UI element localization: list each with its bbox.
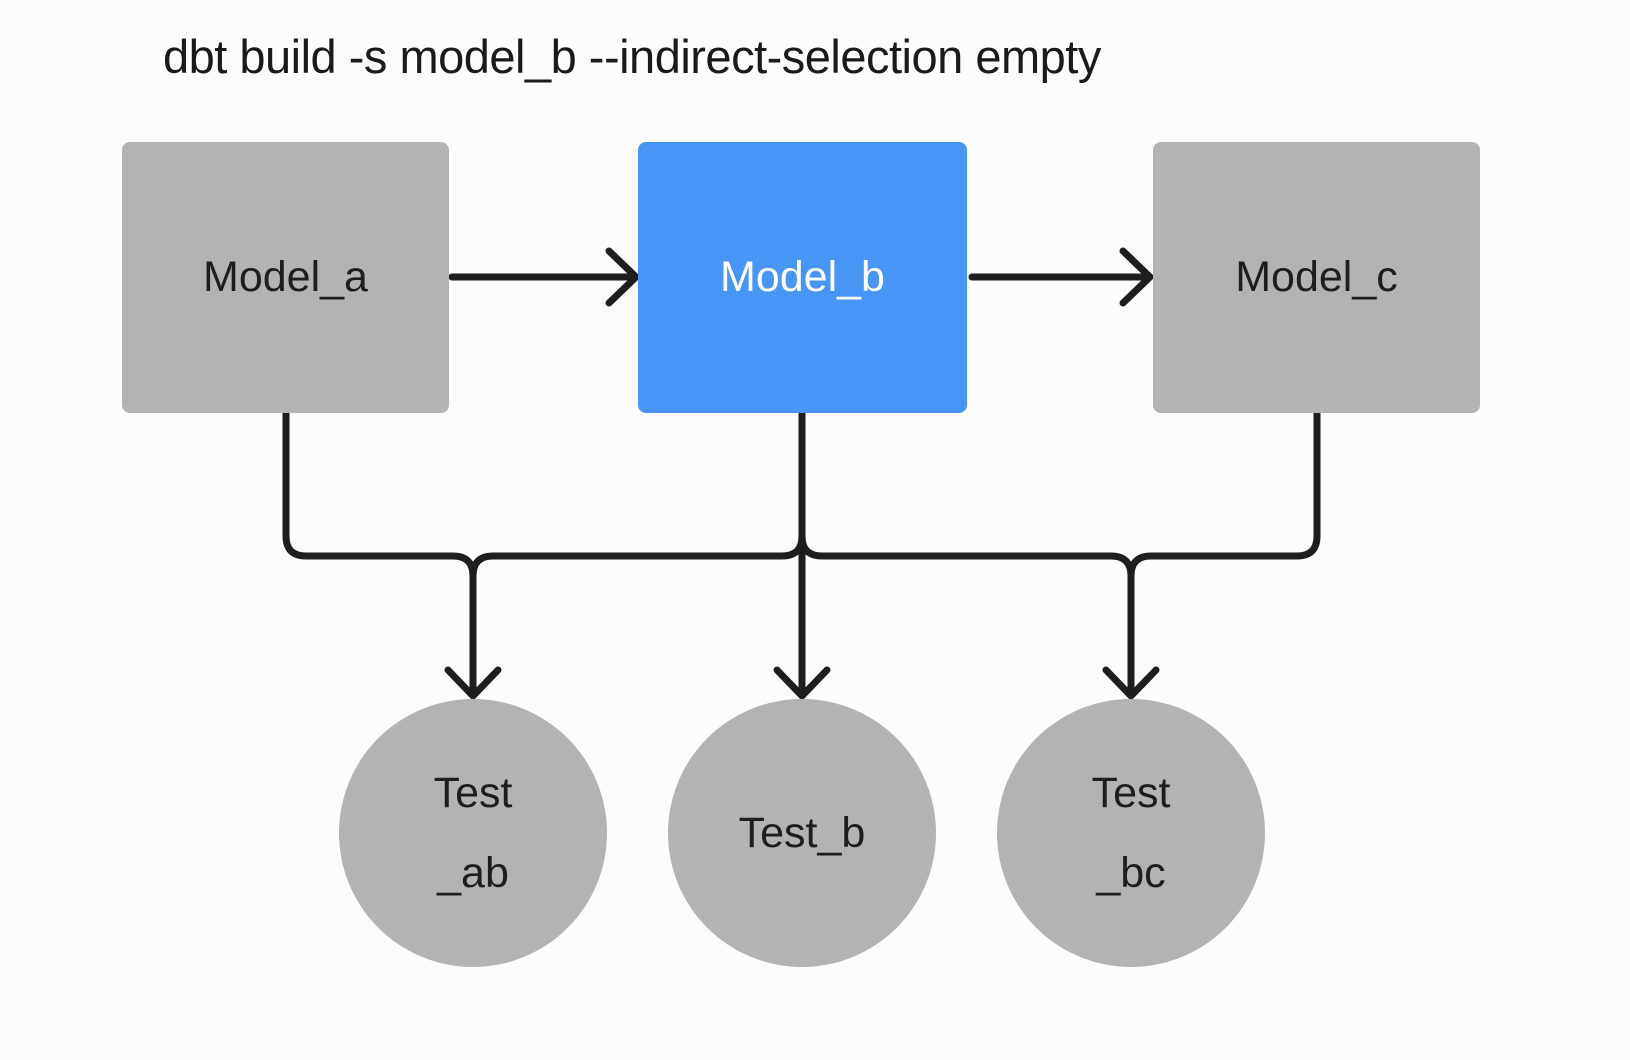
node-label: Model_c [1235,253,1398,301]
node-label-line1: Test [433,769,513,817]
node-label-line1: Test_b [738,809,866,857]
node-test-b: Test_b [668,699,936,967]
arrowhead-test-bc-icon [1102,666,1160,700]
edge-model-b-test-bc [798,404,1135,696]
arrowhead-test-b-icon [773,666,831,700]
arrowhead-model-b-icon [605,247,640,307]
node-label-line2: _ab [437,849,509,897]
node-test-ab: Test _ab [339,699,607,967]
node-label: Model_a [203,253,368,301]
arrowhead-model-c-icon [1119,247,1154,307]
edge-model-a-test-ab [282,404,477,696]
edge-model-b-test-ab [469,404,806,696]
node-label-line2: _bc [1096,849,1166,897]
edge-model-c-test-bc [1127,404,1321,696]
node-label-line1: Test [1091,769,1171,817]
node-label: Model_b [720,253,885,301]
arrowhead-test-ab-icon [444,666,502,700]
node-model-b-selected: Model_b [638,142,967,413]
node-model-a: Model_a [122,142,449,413]
command-title: dbt build -s model_b --indirect-selectio… [163,30,1101,83]
node-model-c: Model_c [1153,142,1480,413]
node-test-bc: Test _bc [997,699,1265,967]
